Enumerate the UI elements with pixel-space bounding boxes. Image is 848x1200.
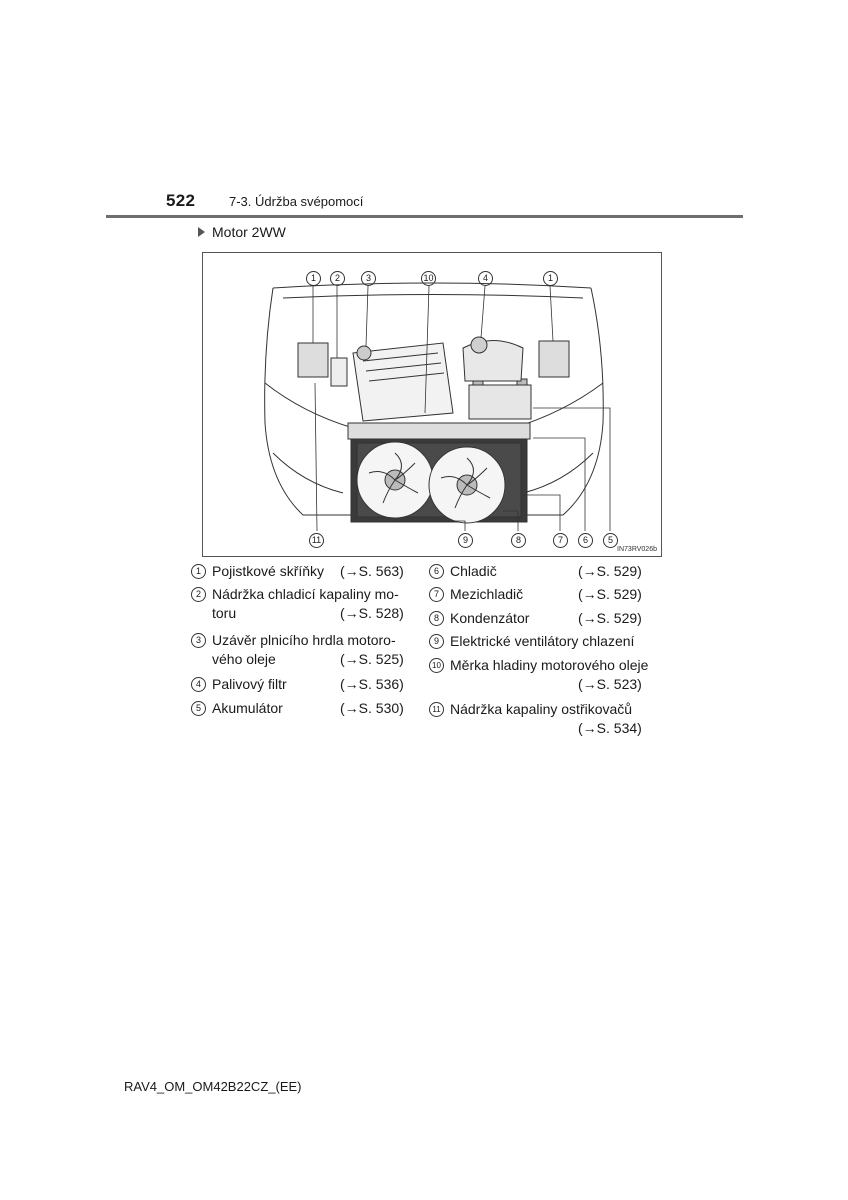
legend-page-ref: (→S. 525) — [340, 651, 404, 667]
legend-number: 8 — [429, 611, 444, 626]
legend-page-ref: (→S. 534) — [578, 720, 642, 736]
footer-document-code: RAV4_OM_OM42B22CZ_(EE) — [124, 1079, 302, 1094]
legend-page-ref: (→S. 523) — [578, 676, 642, 692]
legend-left: 1 Pojistkové skříňky (→S. 563) 2 Nádržka… — [191, 560, 411, 720]
sub-heading: Motor 2WW — [198, 224, 286, 240]
legend-number: 7 — [429, 587, 444, 602]
section-title: 7-3. Údržba svépomocí — [229, 194, 364, 209]
legend-label-line-1: Nádržka chladicí kapaliny mo- — [212, 586, 399, 602]
legend-item-8: 8 Kondenzátor (→S. 529) — [429, 607, 659, 630]
legend-page-ref: (→S. 563) — [340, 563, 404, 579]
legend-label-line-2: toru — [212, 605, 237, 621]
legend-label: Mezichladič — [450, 586, 524, 602]
legend-label-line-2: vého oleje — [212, 651, 276, 667]
callout-5: 5 — [603, 533, 618, 548]
legend-label: Chladič — [450, 563, 497, 579]
page-number: 522 — [166, 191, 196, 210]
sub-heading-label: Motor 2WW — [212, 224, 286, 240]
legend-number: 1 — [191, 564, 206, 579]
legend-number: 2 — [191, 587, 206, 602]
legend-item-4: 4 Palivový filtr (→S. 536) — [191, 673, 411, 697]
callout-11: 11 — [309, 533, 324, 548]
legend-item-11: 11 Nádržka kapaliny ostřikovačů (→S. 534… — [429, 698, 659, 742]
legend-number: 11 — [429, 702, 444, 717]
legend-number: 3 — [191, 633, 206, 648]
legend-label-line-1: Uzávěr plnicího hrdla motoro- — [212, 632, 396, 648]
callout-7: 7 — [553, 533, 568, 548]
legend-item-10: 10 Měrka hladiny motorového oleje (→S. 5… — [429, 654, 659, 698]
legend-item-2: 2 Nádržka chladicí kapaliny mo- toru (→S… — [191, 583, 411, 629]
callout-6: 6 — [578, 533, 593, 548]
callout-1-top-left: 1 — [306, 271, 321, 286]
legend-page-ref: (→S. 529) — [578, 610, 642, 626]
legend-label: Měrka hladiny motorového oleje — [450, 657, 649, 673]
engine-bay-figure: 1 2 3 10 4 1 11 9 8 7 6 5 IN73RV026b — [202, 252, 662, 557]
legend-number: 5 — [191, 701, 206, 716]
figure-image-code: IN73RV026b — [617, 546, 657, 553]
callout-8: 8 — [511, 533, 526, 548]
engine-bay-illustration — [264, 282, 611, 532]
legend-number: 4 — [191, 677, 206, 692]
legend-label: Akumulátor — [212, 700, 283, 716]
legend-number: 10 — [429, 658, 444, 673]
legend-number: 9 — [429, 634, 444, 649]
legend-number: 6 — [429, 564, 444, 579]
legend-page-ref: (→S. 530) — [340, 700, 404, 716]
legend-label: Elektrické ventilátory chlazení — [450, 633, 635, 649]
legend-item-1: 1 Pojistkové skříňky (→S. 563) — [191, 560, 411, 583]
legend-label: Pojistkové skříňky — [212, 563, 325, 579]
legend-label: Palivový filtr — [212, 676, 287, 692]
legend-page-ref: (→S. 529) — [578, 586, 642, 602]
legend-item-9: 9 Elektrické ventilátory chlazení — [429, 630, 659, 654]
legend-item-3: 3 Uzávěr plnicího hrdla motoro- vého ole… — [191, 629, 411, 673]
legend-label: Nádržka kapaliny ostřikovačů — [450, 701, 633, 717]
triangle-bullet-icon — [198, 227, 205, 237]
callout-9: 9 — [458, 533, 473, 548]
callout-4: 4 — [478, 271, 493, 286]
callout-3: 3 — [361, 271, 376, 286]
callout-2: 2 — [330, 271, 345, 286]
header-rule — [106, 215, 743, 218]
legend-page-ref: (→S. 529) — [578, 563, 642, 579]
legend-page-ref: (→S. 536) — [340, 676, 404, 692]
legend-item-6: 6 Chladič (→S. 529) — [429, 560, 659, 583]
callout-10: 10 — [421, 271, 436, 286]
legend-right: 6 Chladič (→S. 529) 7 Mezichladič (→S. 5… — [429, 560, 659, 742]
callout-1-top-right: 1 — [543, 271, 558, 286]
legend-page-ref: (→S. 528) — [340, 605, 404, 621]
legend-item-5: 5 Akumulátor (→S. 530) — [191, 697, 411, 720]
legend-label: Kondenzátor — [450, 610, 530, 626]
legend-item-7: 7 Mezichladič (→S. 529) — [429, 583, 659, 607]
